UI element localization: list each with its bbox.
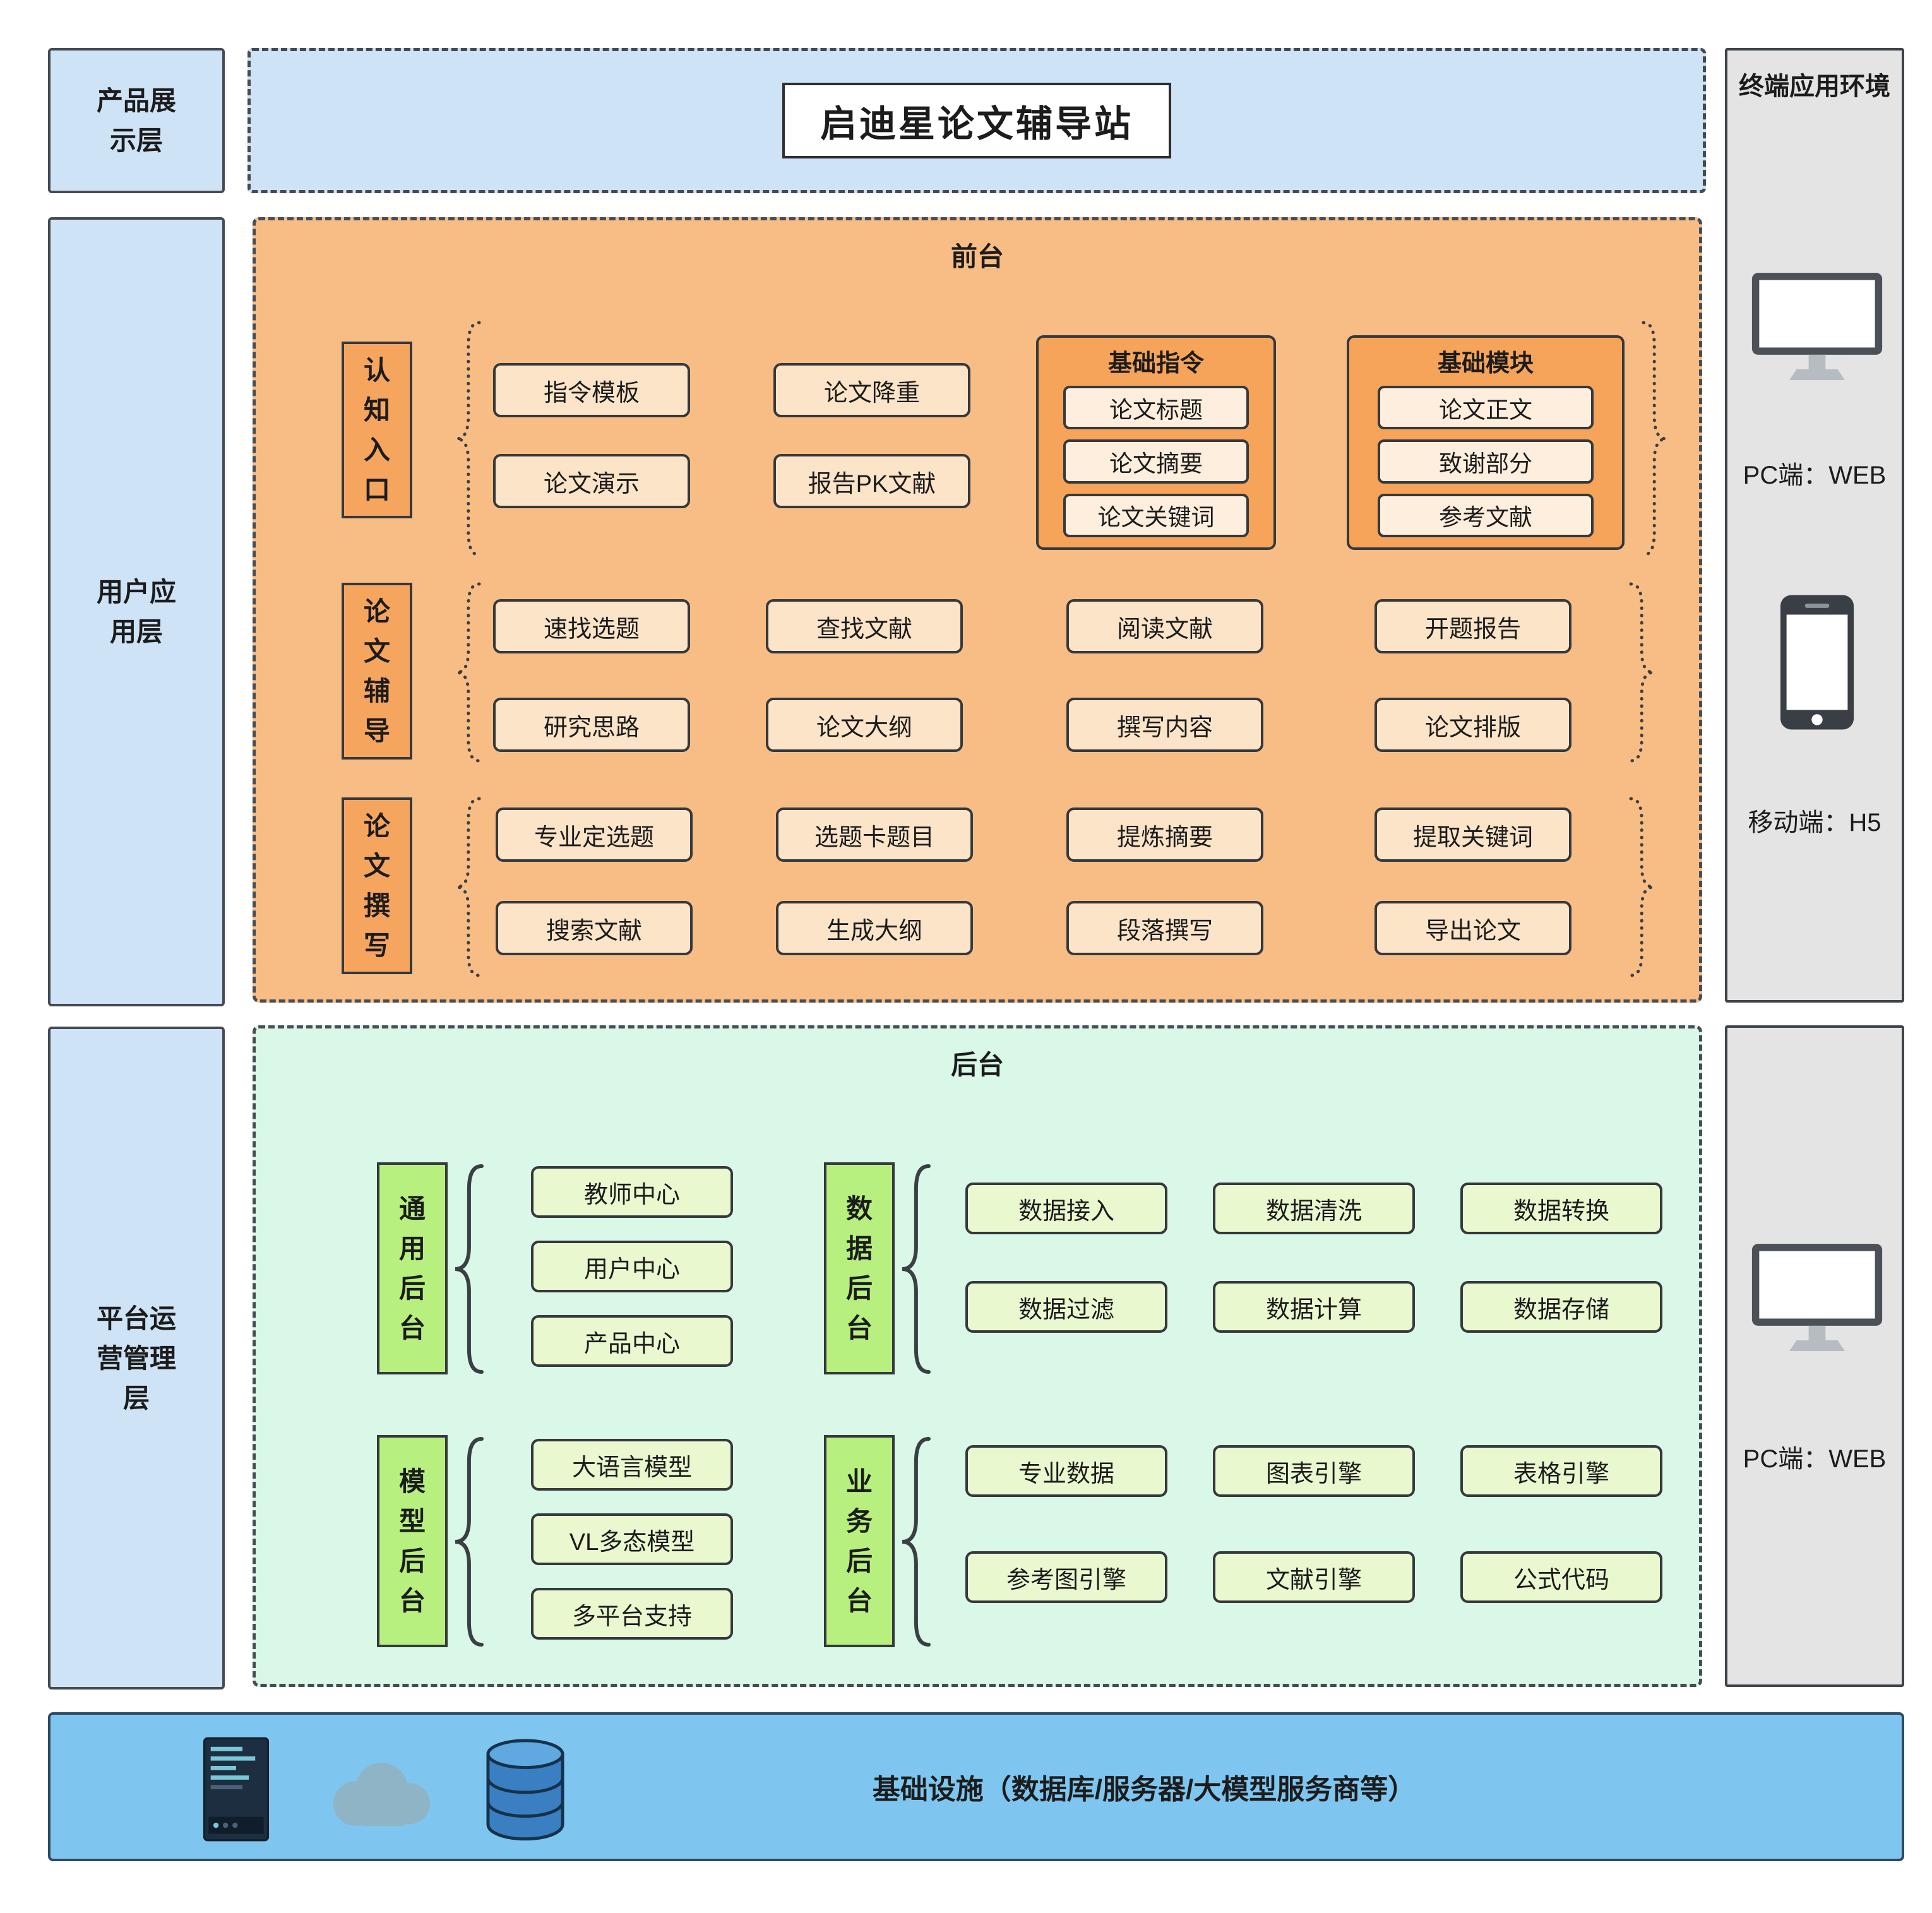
frontend-title: 前台 xyxy=(950,242,1004,271)
backend-node: VL多态模型 xyxy=(531,1513,733,1565)
frontend-node: 指令模板 xyxy=(493,363,690,417)
frontend-node: 专业定选题 xyxy=(496,808,693,862)
frontend-node: 撰写内容 xyxy=(1066,698,1263,752)
backend-group-label-business: 业务后台 xyxy=(824,1435,895,1647)
backend-node: 数据计算 xyxy=(1213,1281,1415,1333)
frontend-node: 生成大纲 xyxy=(776,901,973,955)
infrastructure-bar: 基础设施（数据库/服务器/大模型服务商等） xyxy=(48,1712,1904,1861)
backend-node: 数据存储 xyxy=(1460,1281,1662,1333)
frontend-group-node: 论文标题 xyxy=(1063,386,1249,430)
frontend-node: 搜索文献 xyxy=(496,901,693,955)
curly-brace xyxy=(1642,321,1667,557)
backend-node: 用户中心 xyxy=(531,1241,733,1292)
backend-node: 产品中心 xyxy=(531,1315,733,1367)
frontend-node: 论文降重 xyxy=(773,363,970,417)
pc-web-label: PC端：WEB xyxy=(1743,1445,1887,1473)
backend-node: 数据转换 xyxy=(1460,1183,1662,1234)
layer-user-application: 用户应用层 xyxy=(48,217,225,1006)
frontend-group-node: 致谢部分 xyxy=(1378,439,1594,484)
frontend-group-node: 论文摘要 xyxy=(1063,439,1249,484)
frontend-group-node: 参考文献 xyxy=(1378,493,1594,537)
layer-label: 用户应用层 xyxy=(96,577,176,647)
frontend-node: 导出论文 xyxy=(1374,901,1571,955)
infrastructure-label: 基础设施（数据库/服务器/大模型服务商等） xyxy=(872,1774,1416,1805)
backend-group-label-model: 模型后台 xyxy=(377,1435,448,1647)
backend-node: 数据接入 xyxy=(965,1183,1167,1234)
layer-product-display: 产品展示层 xyxy=(48,48,225,193)
backend-node: 图表引擎 xyxy=(1213,1445,1415,1497)
frontend-node: 论文大纲 xyxy=(766,698,963,752)
backend-node: 表格引擎 xyxy=(1460,1445,1662,1497)
layer-label: 产品展示层 xyxy=(96,86,176,155)
frontend-node: 开题报告 xyxy=(1374,599,1571,653)
frontend-node: 论文排版 xyxy=(1374,698,1571,752)
curly-brace xyxy=(1629,582,1654,763)
layer-label: 平台运营管理层 xyxy=(96,1303,176,1413)
frontend-group-node: 论文正文 xyxy=(1378,386,1594,430)
frontend-row-label-cognition-entry: 认知入口 xyxy=(342,342,412,518)
curly-brace xyxy=(455,1164,484,1374)
backend-title: 后台 xyxy=(950,1050,1004,1080)
frontend-node: 报告PK文献 xyxy=(773,454,970,508)
backend-node: 文献引擎 xyxy=(1213,1551,1415,1603)
terminal-env-title: 终端应用环境 xyxy=(1739,73,1890,100)
frontend-node: 查找文献 xyxy=(766,599,963,653)
frontend-group-node: 论文关键词 xyxy=(1063,493,1249,537)
layer-platform-operation: 平台运营管理层 xyxy=(48,1027,225,1690)
backend-node: 专业数据 xyxy=(965,1445,1167,1497)
frontend-node: 论文演示 xyxy=(493,454,690,508)
curly-brace xyxy=(1629,797,1654,977)
curly-brace xyxy=(902,1164,931,1374)
backend-node: 大语言模型 xyxy=(531,1439,733,1491)
curly-brace xyxy=(456,797,481,977)
pc-web-label: PC端：WEB xyxy=(1743,462,1887,489)
title-strip: 启迪星论文辅导站 xyxy=(247,48,1706,193)
monitor-icon xyxy=(1751,273,1883,380)
backend-node: 教师中心 xyxy=(531,1166,733,1218)
frontend-node: 研究思路 xyxy=(493,698,690,752)
mobile-h5-label: 移动端：H5 xyxy=(1748,809,1881,837)
backend-node: 多平台支持 xyxy=(531,1588,733,1640)
cloud-icon xyxy=(333,1762,431,1827)
group-title: 基础模块 xyxy=(1437,350,1534,377)
frontend-node: 阅读文献 xyxy=(1066,599,1263,653)
backend-node: 数据过滤 xyxy=(965,1281,1167,1333)
backend-group-label-data: 数据后台 xyxy=(824,1162,895,1374)
monitor-icon xyxy=(1751,1244,1883,1351)
phone-icon xyxy=(1780,595,1854,730)
frontend-node: 选题卡题目 xyxy=(776,808,973,862)
backend-panel: 后台 通用后台 教师中心 用户中心 产品中心 数据后台 数据接入 数据清洗 数据… xyxy=(253,1025,1702,1687)
frontend-node: 提取关键词 xyxy=(1374,808,1571,862)
frontend-row-label-paper-writing: 论文撰写 xyxy=(342,797,412,974)
frontend-node: 段落撰写 xyxy=(1066,901,1263,955)
curly-brace xyxy=(902,1437,931,1647)
backend-node: 公式代码 xyxy=(1460,1551,1662,1603)
backend-group-label-general: 通用后台 xyxy=(377,1162,448,1374)
frontend-group-basic-modules: 基础模块 论文正文 致谢部分 参考文献 xyxy=(1347,335,1625,550)
frontend-node: 速找选题 xyxy=(493,599,690,653)
curly-brace xyxy=(456,582,481,763)
terminal-env-panel: 终端应用环境 PC端：WEB 移动端：H5 xyxy=(1725,48,1904,1003)
frontend-row-label-paper-tutoring: 论文辅导 xyxy=(342,583,412,760)
frontend-group-basic-commands: 基础指令 论文标题 论文摘要 论文关键词 xyxy=(1036,335,1276,550)
page-title: 启迪星论文辅导站 xyxy=(782,83,1171,158)
backend-node: 数据清洗 xyxy=(1213,1183,1415,1234)
curly-brace xyxy=(456,321,481,557)
backend-node: 参考图引擎 xyxy=(965,1551,1167,1603)
admin-env-panel: PC端：WEB xyxy=(1725,1025,1904,1687)
frontend-panel: 前台 认知入口 指令模板 论文演示 论文降重 报告PK文献 基础指令 论文标题 … xyxy=(253,217,1702,1003)
server-icon xyxy=(203,1737,270,1842)
group-title: 基础指令 xyxy=(1107,350,1204,377)
curly-brace xyxy=(455,1437,484,1647)
database-icon xyxy=(486,1739,564,1841)
frontend-node: 提炼摘要 xyxy=(1066,808,1263,862)
